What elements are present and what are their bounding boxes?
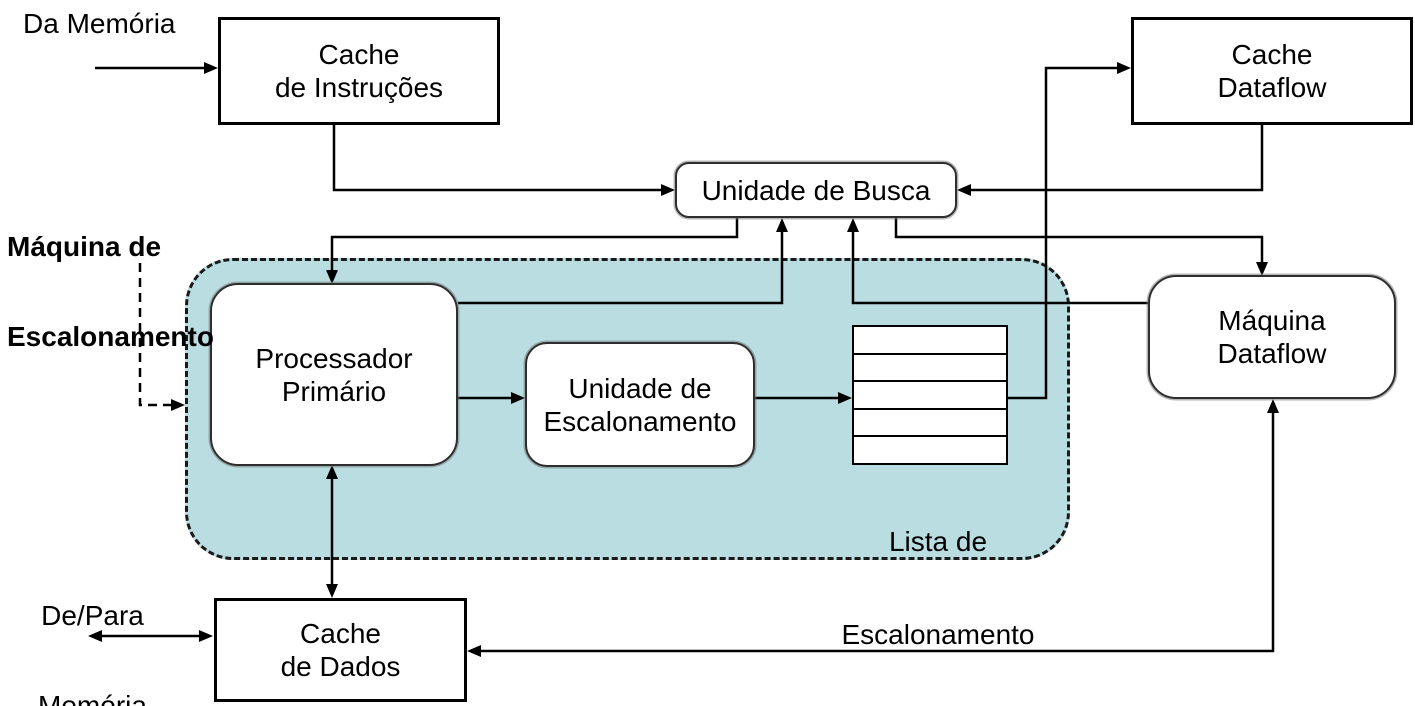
node-cache-dados: Cache de Dados (214, 598, 467, 702)
label-line: Escalonamento (7, 321, 214, 352)
arrowhead-up-icon (776, 218, 788, 232)
arrowhead-right-icon (1117, 62, 1131, 74)
arrowhead-left-icon (467, 645, 481, 657)
node-label: Cache (318, 39, 400, 70)
node-label: Primário (281, 375, 387, 407)
node-unidade-escalonamento: Unidade de Escalonamento (525, 342, 755, 467)
label-line: Memória (38, 690, 147, 706)
node-cache-dataflow: Cache Dataflow (1131, 17, 1413, 125)
arrowhead-up-icon (1267, 399, 1279, 413)
line-label-callout-dashed (138, 263, 173, 407)
node-lista-escalonamento (852, 325, 1008, 465)
arrowhead-right-icon (661, 184, 675, 196)
arrowhead-down-icon (326, 584, 338, 598)
node-label: Processador (255, 342, 413, 374)
lista-row (854, 382, 1006, 410)
node-label: Unidade de Busca (701, 174, 931, 206)
line-cache-dataflow-to-unidade-busca (969, 125, 1264, 192)
node-label: Cache (300, 618, 381, 649)
node-unidade-busca: Unidade de Busca (675, 162, 957, 218)
node-label: de Instruções (274, 72, 444, 103)
node-processador-primario: Processador Primário (210, 283, 458, 466)
arrowhead-right-icon (171, 399, 185, 411)
lista-row (854, 355, 1006, 383)
lista-row (854, 410, 1006, 438)
line-unidade-busca-to-maquina-dataflow (894, 218, 1264, 263)
label-de-para-memoria: De/Para Memória (20, 541, 165, 706)
line-maquina-dataflow-cache-dados (479, 411, 1275, 653)
arrowhead-up-icon (847, 218, 859, 232)
node-label: Unidade de (568, 372, 712, 404)
arrowhead-down-icon (326, 270, 338, 284)
arrowhead-down-icon (1256, 262, 1268, 276)
label-maquina-escalonamento: Máquina de Escalonamento (7, 172, 214, 412)
lista-row (854, 437, 1006, 463)
arrowhead-right-icon (204, 62, 218, 74)
node-label: Dataflow (1217, 338, 1327, 369)
label-line: De/Para (41, 600, 144, 631)
node-label: Escalonamento (543, 405, 737, 437)
label-da-memoria: Da Memória (23, 8, 176, 39)
node-maquina-dataflow: Máquina Dataflow (1148, 275, 1396, 399)
label-line: Lista de (888, 526, 988, 557)
node-label: Máquina (1218, 305, 1326, 336)
arrowhead-left-icon (957, 184, 971, 196)
line-lista-to-cache-dataflow (1008, 66, 1119, 400)
node-label: de Dados (280, 651, 401, 682)
line-maquina-dataflow-to-unidade-busca (851, 230, 1148, 305)
arrowhead-right-icon (838, 392, 852, 404)
label-line: Máquina de (7, 231, 162, 262)
label-line: Escalonamento (841, 619, 1035, 650)
arrowhead-up-icon (326, 465, 338, 479)
node-label: Cache (1231, 39, 1313, 70)
arrowhead-right-icon (199, 630, 213, 642)
line-unidade-busca-to-processador (330, 218, 739, 271)
line-cache-instrucoes-to-unidade-busca (332, 125, 663, 192)
lista-row (854, 327, 1006, 355)
line-processador-to-unidade-busca (458, 230, 784, 305)
arrowhead-left-icon (88, 630, 102, 642)
node-cache-instrucoes: Cache de Instruções (218, 17, 500, 125)
arrowhead-right-icon (511, 392, 525, 404)
node-label: Dataflow (1217, 72, 1327, 103)
label-lista-escalonamento: Lista de Escalonamento (818, 464, 1058, 706)
